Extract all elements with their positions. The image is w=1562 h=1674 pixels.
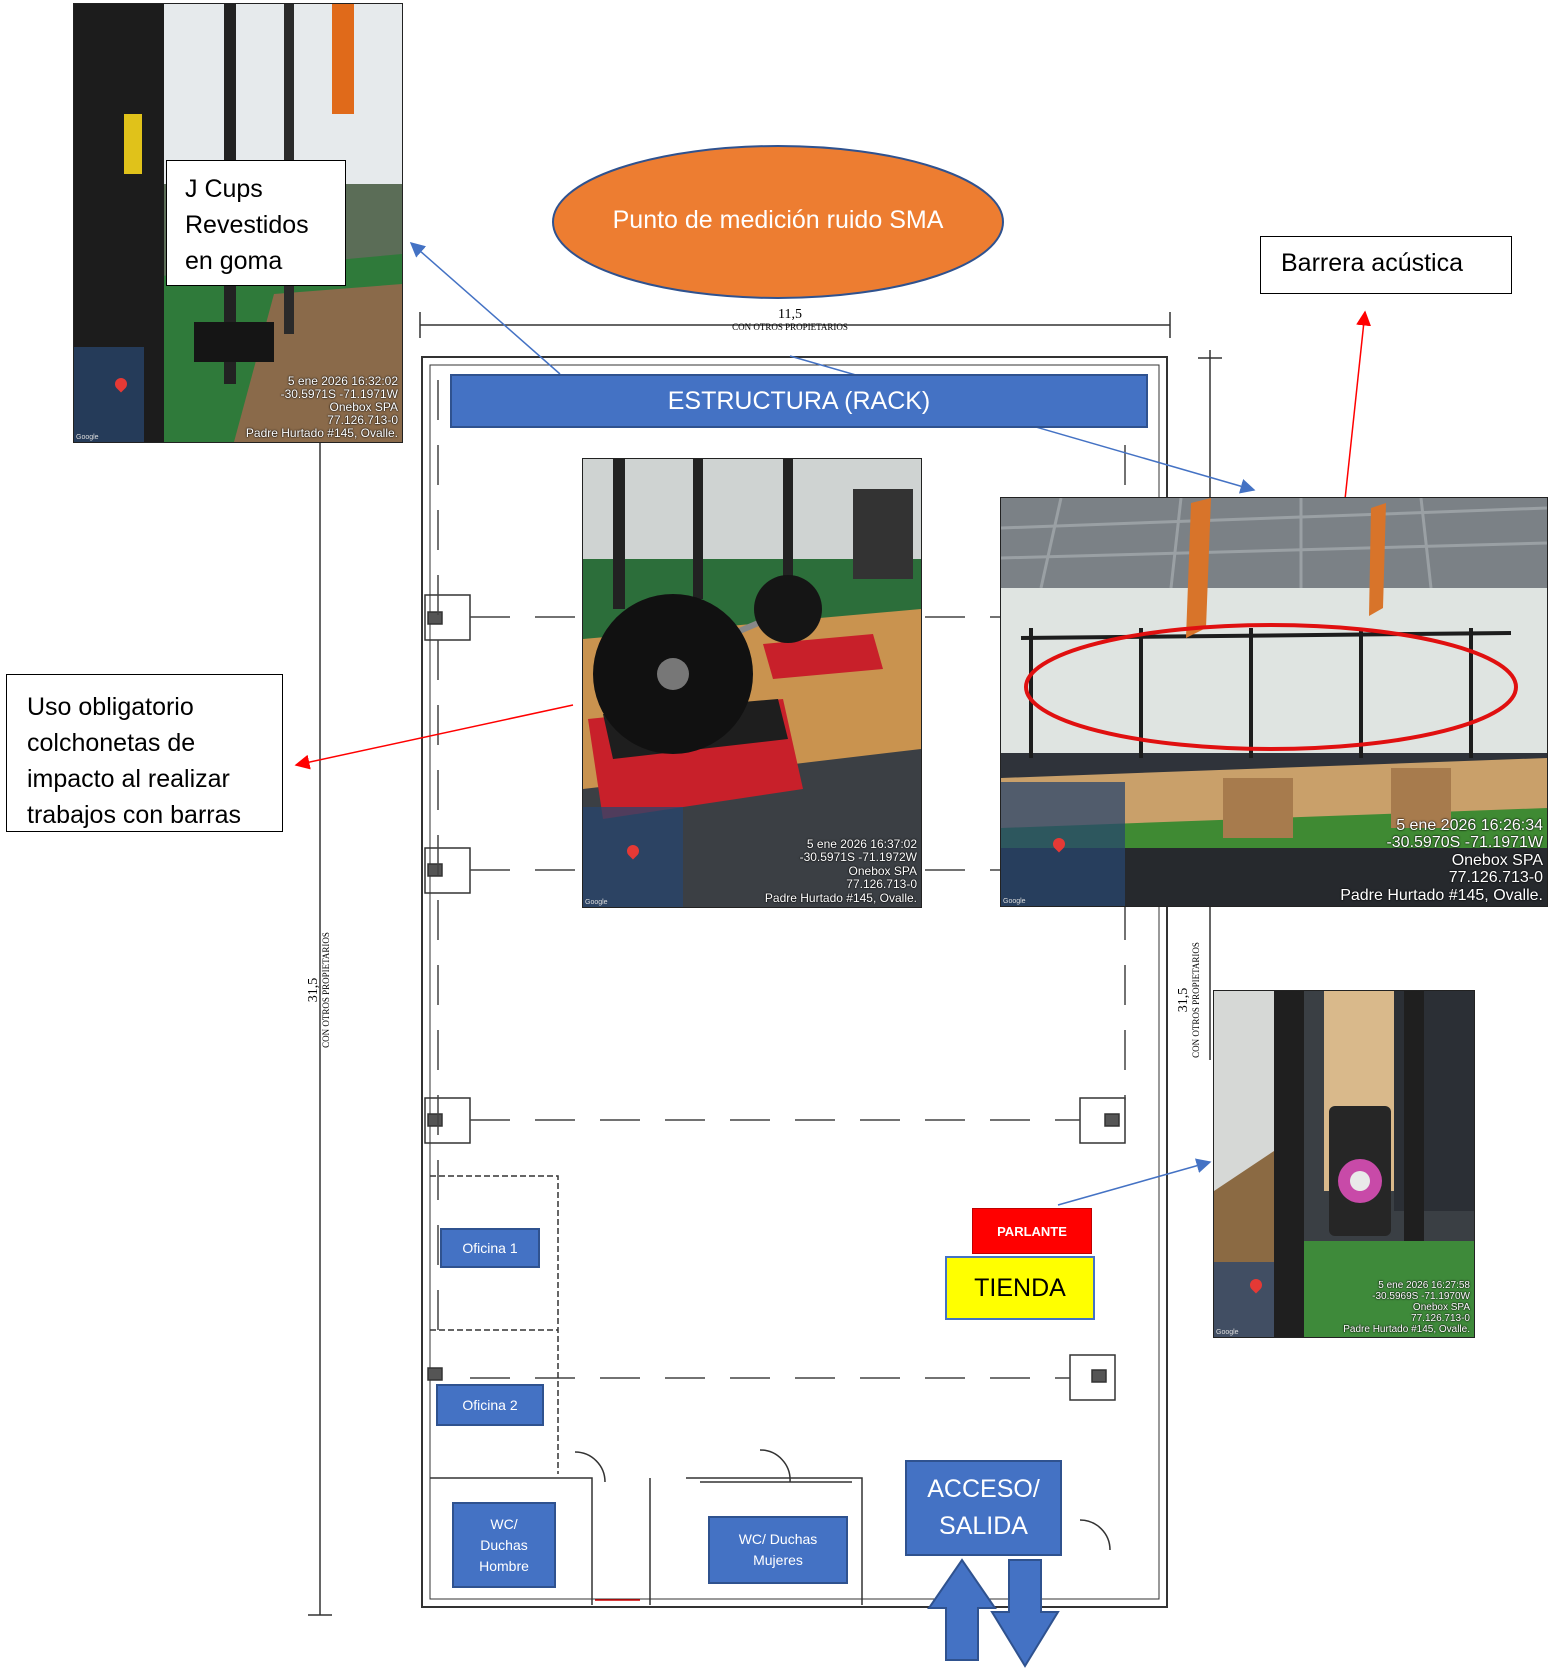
stamp-line: -30.5969S -71.1970W (1372, 1291, 1470, 1302)
dim-right-note: CON OTROS PROPIETARIOS (1191, 942, 1201, 1058)
stamp-line: -30.5970S -71.1971W (1386, 834, 1543, 851)
office-2-label: Oficina 2 (436, 1384, 544, 1426)
stamp-line: Padre Hurtado #145, Ovalle. (1340, 886, 1543, 904)
dim-top-note: CON OTROS PROPIETARIOS (732, 322, 848, 332)
stamp-line: 77.126.713-0 (1448, 869, 1543, 886)
photo-stamp: 5 ene 2026 16:27:58 -30.5969S -71.1970W … (1343, 1280, 1470, 1335)
photo-barbell: Google 5 ene 2026 16:37:02 -30.5971S -71… (582, 458, 922, 908)
barrier-callout: Barrera acústica (1260, 236, 1512, 294)
stamp-line: 77.126.713-0 (327, 413, 398, 427)
stamp-line: Onebox SPA (1412, 1302, 1470, 1313)
photo-stamp: 5 ene 2026 16:26:34 -30.5970S -71.1971W … (1340, 817, 1543, 905)
stamp-line: 77.126.713-0 (1411, 1313, 1470, 1324)
dim-left-value: 31,5 (306, 977, 321, 1003)
arrow-jcups (409, 242, 561, 375)
stamp-line: 5 ene 2026 16:26:34 (1396, 816, 1543, 834)
gym-photo-image (1001, 498, 1547, 906)
acoustic-barrier-ellipse (1024, 623, 1518, 751)
access-exit-label: ACCESO/ SALIDA (905, 1460, 1062, 1556)
access-line-1: ACCESO/ (927, 1475, 1040, 1503)
speaker-photo-image (1214, 991, 1474, 1337)
speaker-label: PARLANTE (972, 1208, 1092, 1254)
rack-structure-label: ESTRUCTURA (RACK) (450, 374, 1148, 428)
stamp-line: Padre Hurtado #145, Ovalle. (245, 426, 398, 440)
entry-arrow-up-icon (927, 1558, 997, 1661)
wc-women-label: WC/ Duchas Mujeres (708, 1516, 848, 1584)
exit-arrow-down-icon (990, 1559, 1060, 1668)
wc-men-label: WC/ Duchas Hombre (452, 1502, 556, 1588)
stamp-line: Onebox SPA (1451, 851, 1543, 869)
photo-stamp: 5 ene 2026 16:32:02 -30.5971S -71.1971W … (246, 375, 398, 440)
google-logo: Google (1216, 1329, 1239, 1336)
dim-top-value: 11,5 (778, 307, 802, 322)
noise-point-ellipse (552, 145, 1004, 299)
stamp-line: 5 ene 2026 16:27:58 (1378, 1280, 1470, 1291)
photo-gym: Google 5 ene 2026 16:26:34 -30.5970S -71… (1000, 497, 1548, 907)
stamp-line: Onebox SPA (329, 400, 398, 414)
jcups-callout: J Cups Revestidos en goma (166, 160, 346, 286)
dim-left: 31,5 CON OTROS PROPIETARIOS (300, 900, 340, 1080)
google-logo: Google (1003, 898, 1026, 905)
google-logo: Google (585, 899, 608, 906)
dim-right-value: 31,5 (1176, 987, 1191, 1013)
stamp-line: Padre Hurtado #145, Ovalle. (1343, 1324, 1470, 1335)
photo-stamp: 5 ene 2026 16:37:02 -30.5971S -71.1972W … (764, 836, 917, 906)
access-line-2: SALIDA (939, 1512, 1028, 1540)
stamp-line: -30.5971S -71.1971W (280, 387, 398, 401)
dim-left-note: CON OTROS PROPIETARIOS (321, 932, 331, 1048)
noise-point-label: Punto de medición ruido SMA (612, 206, 944, 234)
google-logo: Google (76, 434, 99, 441)
arrow-speaker (1057, 1158, 1212, 1206)
mats-callout: Uso obligatorio colchonetas de impacto a… (6, 674, 283, 832)
map-thumbnail (1214, 1262, 1274, 1337)
map-thumbnail (74, 347, 144, 442)
stamp-line: Padre Hurtado #145, Ovalle. (764, 890, 917, 905)
dim-right: 31,5 CON OTROS PROPIETARIOS (1170, 910, 1210, 1090)
stamp-line: 5 ene 2026 16:32:02 (287, 374, 398, 388)
stamp-line: 77.126.713-0 (846, 877, 917, 891)
stamp-line: 5 ene 2026 16:37:02 (806, 836, 917, 851)
dim-top: 11,5 CON OTROS PROPIETARIOS (700, 308, 880, 334)
photo-speaker: Google 5 ene 2026 16:27:58 -30.5969S -71… (1213, 990, 1475, 1338)
stamp-line: -30.5971S -71.1972W (799, 850, 917, 864)
stamp-line: Onebox SPA (848, 863, 917, 878)
arrow-mats (294, 704, 574, 770)
office-1-label: Oficina 1 (440, 1228, 540, 1268)
store-label: TIENDA (945, 1256, 1095, 1320)
